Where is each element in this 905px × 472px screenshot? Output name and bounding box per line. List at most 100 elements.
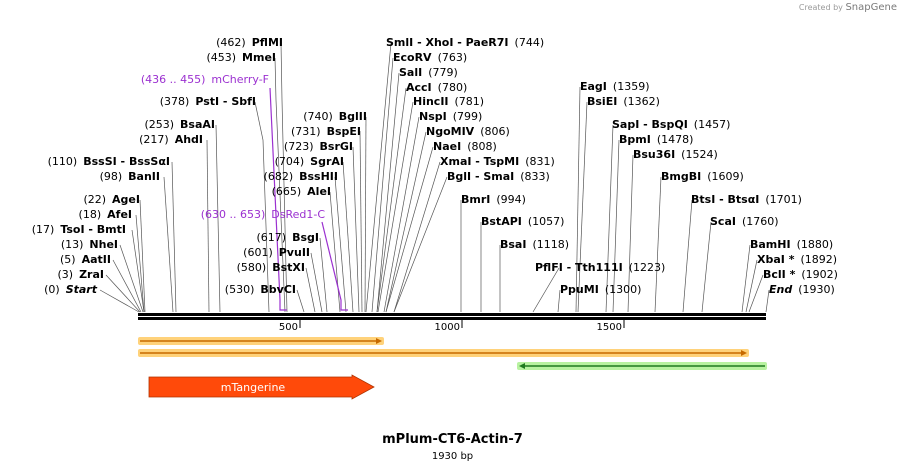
svg-text:(630 .. 653)DsRed1-C: (630 .. 653)DsRed1-C [201, 208, 326, 221]
site-pos: (731) [291, 125, 321, 138]
mcherry-f-primer-mark [269, 87, 287, 311]
site-name-bsai: BsaI [500, 238, 526, 251]
site-name-btsi: BtsI - BtsαI [691, 193, 759, 206]
site-pos: (217) [139, 133, 169, 146]
site-pos: (580) [237, 261, 267, 274]
site-pos: (744) [515, 36, 545, 49]
site-pos: (1359) [613, 80, 650, 93]
site-name-xmai: XmaI - TspMI [440, 155, 519, 168]
orf-forward-long [138, 349, 749, 357]
right-labels: SmlI - XhoI - PaeR7I(744) EcoRV(763) Sal… [386, 36, 838, 296]
site-pos: (22) [83, 193, 106, 206]
site-name-ahdi: AhdI [175, 133, 203, 146]
site-pos: (665) [272, 185, 302, 198]
svg-text:(253)BsaAI: (253)BsaAI [144, 118, 215, 131]
site-name-scai: ScaI [710, 215, 736, 228]
site-pos: (763) [438, 51, 468, 64]
svg-text:(723)BsrGI: (723)BsrGI [284, 140, 353, 153]
site-pos: (808) [467, 140, 497, 153]
feature-mtangerine: mTangerine [148, 374, 375, 400]
svg-text:(378)PstI - SbfI: (378)PstI - SbfI [160, 95, 256, 108]
map-length: 1930 bp [431, 451, 474, 462]
site-name-xbai: XbaI * [757, 253, 795, 266]
svg-text:BpmI(1478): BpmI (1478) [619, 133, 693, 146]
site-name-bmri: BmrI [461, 193, 490, 206]
site-name-ecorv: EcoRV [393, 51, 432, 64]
site-name-ppumi: PpuMI [560, 283, 599, 296]
site-pos: (0) [44, 283, 60, 296]
site-name-bpmi: BpmI [619, 133, 651, 146]
site-name-ngomiv: NgoMIV [426, 125, 475, 138]
svg-text:(17)TsoI - BmtI: (17)TsoI - BmtI [32, 223, 126, 236]
site-pos: (781) [455, 95, 485, 108]
site-pos: (1362) [623, 95, 660, 108]
site-name-pflfi: PflFI - Tth111I [535, 261, 623, 274]
svg-text:(530)BbvCI: (530)BbvCI [225, 283, 296, 296]
dsred1-c-primer-mark [321, 221, 348, 311]
svg-text:EagI(1359): EagI (1359) [580, 80, 649, 93]
svg-text:AccI(780): AccI (780) [406, 81, 467, 94]
site-name-agei: AgeI [112, 193, 140, 206]
site-name-sgrai: SgrAI [310, 155, 344, 168]
site-name-mmei: MmeI [242, 51, 276, 64]
site-pos: (994) [496, 193, 526, 206]
svg-text:(453)MmeI: (453)MmeI [206, 51, 276, 64]
site-pos: (1930) [798, 283, 835, 296]
site-pos: (617) [257, 231, 287, 244]
site-name-eagi: EagI [580, 80, 607, 93]
site-name-start: Start [66, 283, 98, 296]
site-pos: (1118) [532, 238, 569, 251]
svg-text:(5)AatII: (5) AatII [60, 253, 111, 266]
site-pos: (1478) [657, 133, 694, 146]
site-pos: (1701) [765, 193, 802, 206]
left-labels: (462)PflMI (453)MmeI (378)PstI - SbfI (2… [32, 36, 367, 296]
site-pos: (5) [60, 253, 76, 266]
orf-forward-short [138, 337, 384, 345]
ruler-labels: 500 1000 1500 [279, 322, 622, 333]
svg-text:(0)Start: (0) Start [44, 283, 98, 296]
svg-text:(682)BssHII: (682)BssHII [264, 170, 338, 183]
site-pos: (704) [275, 155, 305, 168]
svg-text:BglI - SmaI(833): BglI - SmaI(833) [447, 170, 550, 183]
site-name-sapi: SapI - BspQI [612, 118, 688, 131]
site-pos: (799) [453, 110, 483, 123]
site-name-alei: AleI [307, 185, 331, 198]
site-pos: (1760) [742, 215, 779, 228]
svg-text:BstAPI(1057): BstAPI(1057) [481, 215, 564, 228]
site-name-nhei: NheI [89, 238, 118, 251]
site-pos: (3) [57, 268, 73, 281]
svg-text:(601)PvuII: (601)PvuII [243, 246, 310, 259]
site-name-acci: AccI [406, 81, 432, 94]
ruler [299, 320, 625, 328]
site-pos: (806) [480, 125, 510, 138]
svg-text:BclI *(1902): BclI *(1902) [763, 268, 838, 281]
left-connectors [99, 42, 367, 313]
svg-text:(436 .. 455)mCherry-F: (436 .. 455)mCherry-F [141, 73, 269, 86]
primer-range: (630 .. 653) [201, 208, 266, 221]
site-pos: (378) [160, 95, 190, 108]
site-name-bamhi: BamHI [750, 238, 791, 251]
tick-label-1500: 1500 [597, 322, 622, 333]
site-name-tsoi: TsoI - BmtI [60, 223, 126, 236]
site-name-pflmi: PflMI [252, 36, 283, 49]
svg-text:NgoMIV(806): NgoMIV (806) [426, 125, 510, 138]
primer-range: (436 .. 455) [141, 73, 206, 86]
svg-text:(704)SgrAI: (704) SgrAI [275, 155, 344, 168]
site-pos: (780) [438, 81, 468, 94]
site-name-bglii: BglII [339, 110, 367, 123]
site-name-aatii: AatII [82, 253, 111, 266]
site-pos: (13) [61, 238, 84, 251]
site-name-bsgi: BsgI [292, 231, 319, 244]
site-name-naei: NaeI [433, 140, 461, 153]
orf-reverse [517, 362, 767, 370]
svg-text:(731)BspEI: (731) BspEI [291, 125, 361, 138]
svg-text:SmlI - XhoI - PaeR7I(744): SmlI - XhoI - PaeR7I (744) [386, 36, 544, 49]
site-name-bspei: BspEI [327, 125, 361, 138]
site-name-bsaai: BsaAI [180, 118, 215, 131]
right-connectors [365, 42, 770, 313]
svg-text:XbaI *(1892): XbaI *(1892) [757, 253, 837, 266]
branding-name: SnapGene [845, 2, 897, 13]
top-strand [138, 313, 766, 316]
site-name-nspi: NspI [419, 110, 447, 123]
site-name-smli: SmlI - XhoI - PaeR7I [386, 36, 509, 49]
